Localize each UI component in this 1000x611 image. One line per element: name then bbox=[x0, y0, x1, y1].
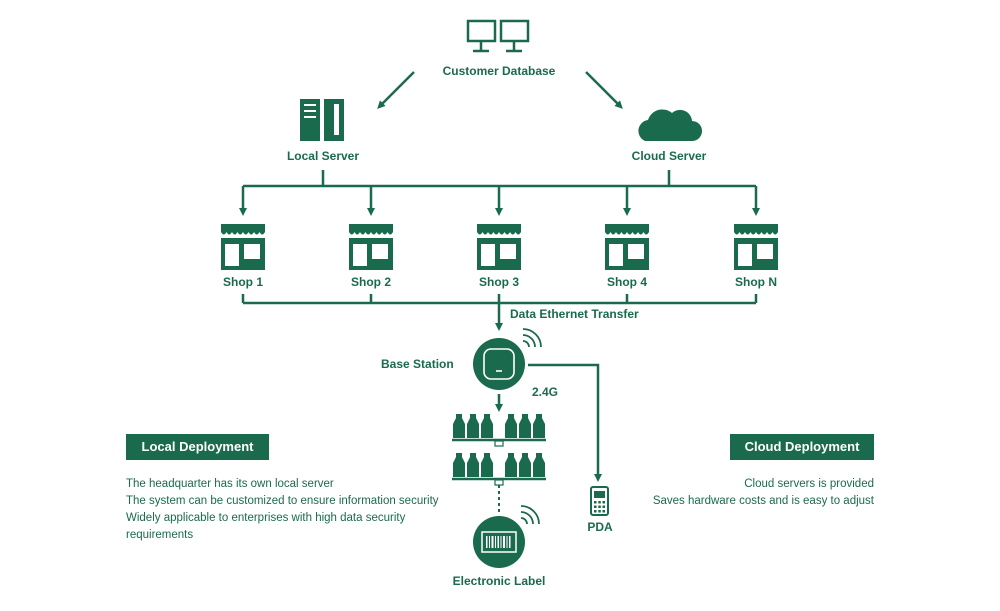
shop-label: Shop N bbox=[735, 275, 777, 289]
bottle-icon bbox=[453, 453, 465, 477]
shop-icon bbox=[349, 224, 393, 270]
bottle-icon bbox=[453, 414, 465, 438]
customer-database-label: Customer Database bbox=[442, 64, 556, 78]
bottle-icon bbox=[519, 453, 531, 477]
local-deployment-line: The system can be customized to ensure i… bbox=[126, 495, 439, 507]
bottle-icon bbox=[533, 414, 545, 438]
wifi-signal-icon bbox=[520, 505, 540, 525]
local-deployment-description: The headquarter has its own local server… bbox=[126, 476, 466, 544]
shops-group bbox=[221, 224, 778, 270]
cloud-deployment-line: Saves hardware costs and is easy to adju… bbox=[652, 495, 874, 507]
data-transfer-label: Data Ethernet Transfer bbox=[510, 307, 639, 321]
wifi-signal-icon bbox=[522, 328, 542, 348]
electronic-label-label: Electronic Label bbox=[452, 574, 546, 588]
bottle-icon bbox=[481, 453, 493, 477]
local-server-label: Local Server bbox=[286, 149, 360, 163]
shop-label: Shop 2 bbox=[350, 275, 392, 289]
cloud-server-label: Cloud Server bbox=[631, 149, 707, 163]
electronic-label-icon bbox=[473, 516, 525, 568]
frequency-label: 2.4G bbox=[532, 385, 559, 399]
shop-label: Shop 3 bbox=[478, 275, 520, 289]
local-deployment-title: Local Deployment bbox=[126, 434, 269, 460]
shelf-tag bbox=[494, 440, 504, 447]
shop-icon bbox=[734, 224, 778, 270]
server-icon bbox=[300, 99, 344, 141]
base-station-label: Base Station bbox=[381, 357, 454, 371]
shop-icon bbox=[221, 224, 265, 270]
pda-link-line bbox=[528, 363, 602, 482]
distribution-lines bbox=[243, 170, 756, 188]
cloud-deployment-line: Cloud servers is provided bbox=[744, 478, 874, 490]
local-deployment-line: Widely applicable to enterprises with hi… bbox=[126, 512, 406, 541]
base-station-icon bbox=[473, 338, 525, 390]
arrow-to-cloud-server bbox=[585, 71, 623, 109]
shop-label: Shop 1 bbox=[222, 275, 264, 289]
bottle-icon bbox=[533, 453, 545, 477]
shop-arrows bbox=[239, 186, 760, 216]
pda-icon bbox=[590, 486, 609, 516]
shop-icon bbox=[605, 224, 649, 270]
pda-label: PDA bbox=[587, 520, 613, 534]
cloud-deployment-title: Cloud Deployment bbox=[730, 434, 874, 460]
local-deployment-line: The headquarter has its own local server bbox=[126, 478, 334, 490]
monitor-icon bbox=[466, 19, 530, 53]
bottle-icon bbox=[481, 414, 493, 438]
shelf-top bbox=[452, 414, 546, 447]
shelf-tag bbox=[494, 479, 504, 486]
shop-icon bbox=[477, 224, 521, 270]
shop-label: Shop 4 bbox=[606, 275, 648, 289]
collector-lines bbox=[241, 294, 758, 331]
bottle-icon bbox=[467, 414, 479, 438]
bottle-icon bbox=[505, 414, 517, 438]
arrow-to-local-server bbox=[377, 71, 415, 109]
bottle-icon bbox=[505, 453, 517, 477]
cloud-icon bbox=[638, 109, 702, 141]
cloud-deployment-description: Cloud servers is provided Saves hardware… bbox=[604, 476, 874, 510]
shelf-bottom bbox=[452, 453, 546, 486]
bottle-icon bbox=[519, 414, 531, 438]
bottle-icon bbox=[467, 453, 479, 477]
